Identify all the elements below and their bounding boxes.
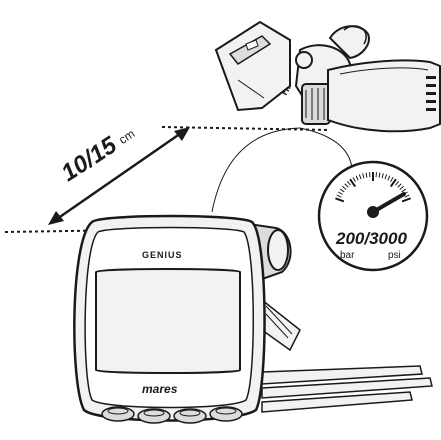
computer-button[interactable]: [210, 407, 242, 421]
transmitter-housing: [216, 22, 290, 110]
regulator-first-stage: HP: [216, 22, 440, 131]
distance-value: 10/15: [57, 131, 123, 187]
arrowhead-down-icon: [48, 211, 64, 225]
gauge-link-arc: [300, 128, 352, 168]
computer-button[interactable]: [138, 409, 170, 423]
second-stage-hose: [328, 60, 440, 131]
computer-button[interactable]: [174, 409, 206, 423]
unit-psi: psi: [388, 250, 401, 261]
distance-label-group: 10/15 cm: [57, 120, 140, 187]
needle-hub-icon: [367, 206, 379, 218]
arrowhead-up-icon: [174, 127, 190, 141]
unit-bar: bar: [340, 250, 355, 261]
computer-button[interactable]: [102, 407, 134, 421]
computer-display: [96, 269, 240, 373]
brand-label: mares: [142, 382, 178, 396]
distance-unit: cm: [116, 126, 137, 146]
pressure-value: 200/3000: [335, 229, 407, 248]
model-label: GENIUS: [142, 250, 183, 260]
pressure-gauge-callout: 200/3000 bar psi: [319, 162, 427, 270]
wrist-strap: [262, 300, 432, 412]
signal-arc: [212, 128, 300, 212]
